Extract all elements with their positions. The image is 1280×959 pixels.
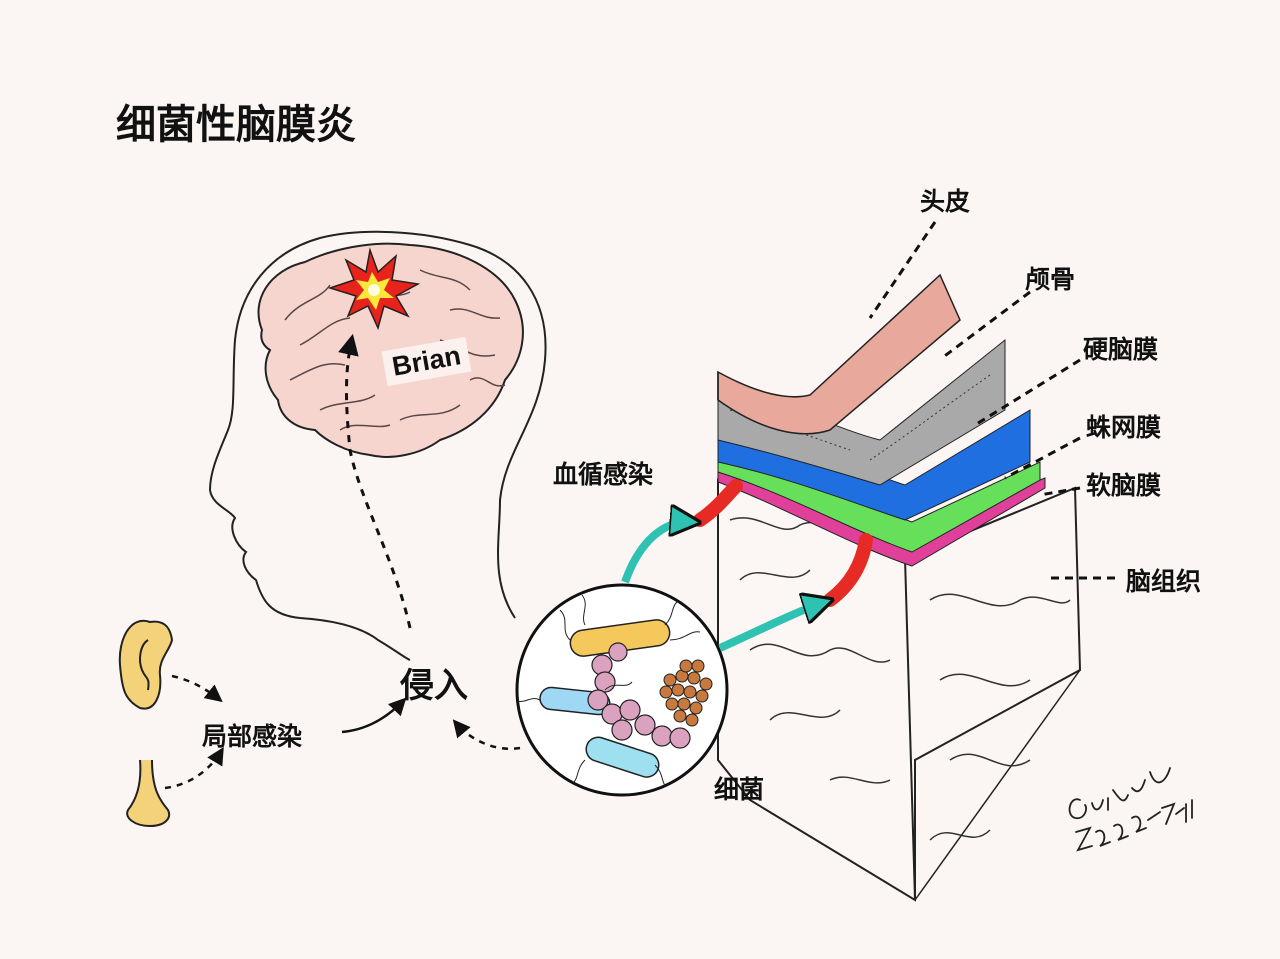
nose-arrow — [164, 746, 224, 790]
nose-icon — [126, 759, 170, 828]
local-to-invasion-arrow — [341, 697, 407, 734]
layer-scalp — [717, 273, 961, 435]
label-brain-tissue: 脑组织 — [1126, 567, 1202, 596]
label-arachnoid: 蛛网膜 — [1086, 413, 1162, 442]
label-dura: 硬脑膜 — [1083, 335, 1159, 364]
head-silhouette — [208, 230, 547, 661]
label-local-infection: 局部感染 — [202, 722, 303, 751]
meninges-layers — [717, 273, 1046, 567]
bacteria-to-invasion-arrow — [452, 719, 521, 751]
ear-arrow — [171, 674, 223, 703]
label-blood-infection: 血循感染 — [553, 460, 654, 489]
label-scalp: 头皮 — [920, 187, 971, 216]
label-skull: 颅骨 — [1025, 265, 1076, 294]
teal-arrows — [621, 522, 825, 652]
staphylococcus-cluster — [659, 659, 713, 727]
label-pia: 软脑膜 — [1086, 471, 1162, 500]
explosion-icon — [327, 247, 421, 331]
diagram-title: 细菌性脑膜炎 — [116, 102, 356, 148]
label-invasion: 侵入 — [400, 666, 468, 706]
bacteria-circle — [515, 583, 729, 797]
label-bacteria: 细菌 — [714, 775, 765, 804]
layer-leaders — [868, 221, 1115, 580]
streptococcus-chain — [587, 642, 691, 749]
invasion-path — [338, 333, 412, 629]
signature — [1068, 767, 1193, 852]
ear-icon — [118, 619, 174, 710]
